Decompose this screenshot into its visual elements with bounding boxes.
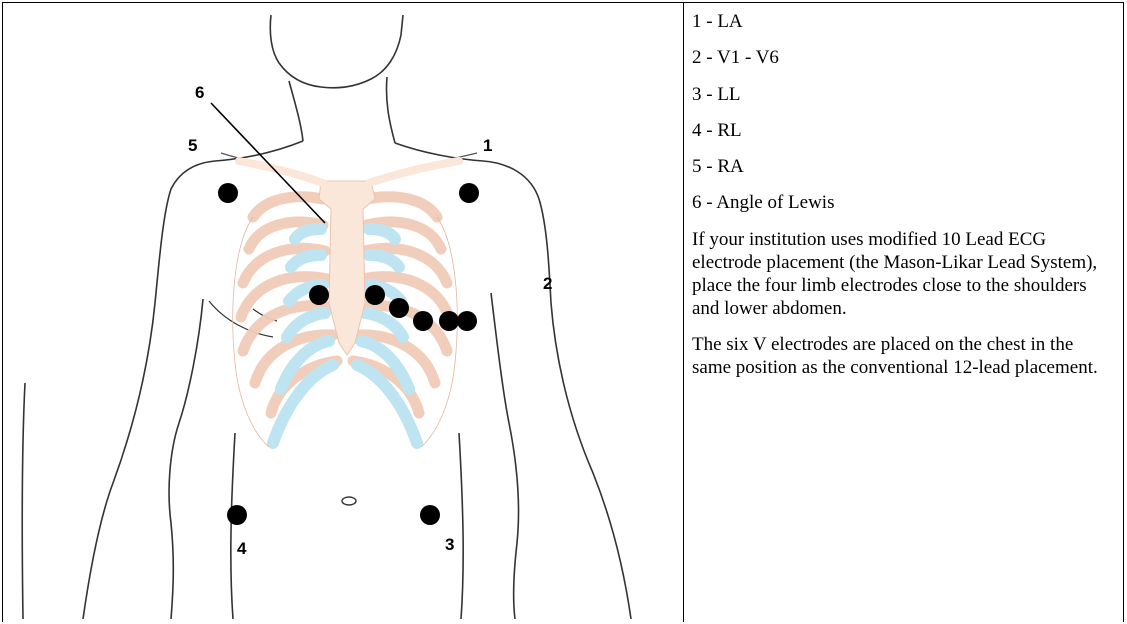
electrode-la [459, 183, 479, 203]
right-clavicle [239, 161, 323, 183]
electrode-v2 [365, 285, 385, 305]
electrode-v4 [413, 311, 433, 331]
callout-2: 2 [543, 275, 552, 292]
callout-5: 5 [188, 137, 197, 154]
ecg-placement-figure: 6 5 1 2 4 3 [3, 3, 682, 619]
legend-item-v1-v6: 2 - V1 - V6 [692, 46, 1102, 70]
callout-3: 3 [445, 536, 454, 553]
legend-item-angle-of-lewis: 6 - Angle of Lewis [692, 191, 1102, 215]
sternum [319, 181, 375, 355]
column-divider [683, 2, 684, 622]
torso-illustration [3, 3, 682, 619]
v-electrodes-paragraph: The six V electrodes are placed on the c… [692, 333, 1102, 379]
legend-item-ra: 5 - RA [692, 155, 1102, 179]
callout-4: 4 [237, 540, 246, 557]
legend-item-rl: 4 - RL [692, 119, 1102, 143]
electrode-rl [227, 505, 247, 525]
electrode-ll [420, 505, 440, 525]
left-clavicle [369, 161, 459, 183]
electrode-v3 [389, 298, 409, 318]
description-panel: 1 - LA 2 - V1 - V6 3 - LL 4 - RL 5 - RA … [692, 10, 1102, 391]
mason-likar-paragraph: If your institution uses modified 10 Lea… [692, 228, 1102, 321]
electrode-ra [218, 183, 238, 203]
electrode-v1 [309, 285, 329, 305]
legend-item-ll: 3 - LL [692, 83, 1102, 107]
electrode-v5 [439, 311, 459, 331]
legend-item-la: 1 - LA [692, 10, 1102, 34]
callout-6: 6 [195, 84, 204, 101]
callout-1: 1 [483, 137, 492, 154]
electrode-v6 [457, 311, 477, 331]
